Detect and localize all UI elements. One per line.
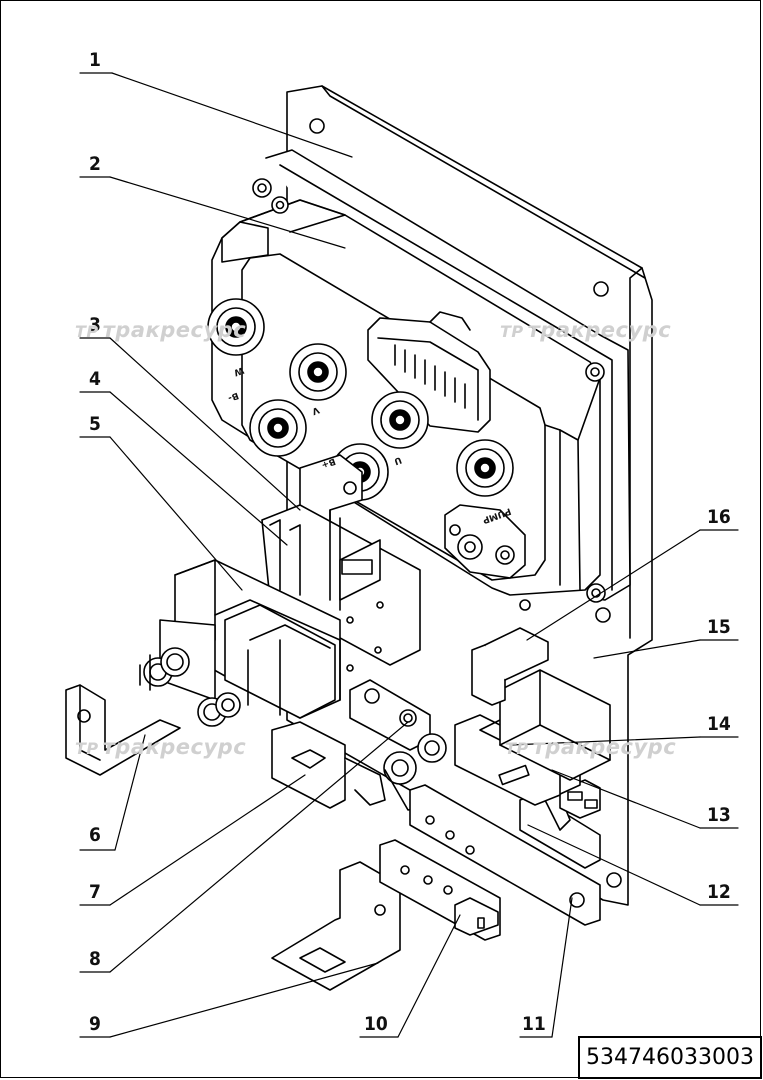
label-bminus: B- <box>226 390 240 403</box>
callout-6: 6 <box>89 824 101 846</box>
callout-5: 5 <box>89 413 101 435</box>
relay-14 <box>454 714 561 806</box>
terminal-pump <box>456 439 514 497</box>
label-u: U <box>392 454 402 466</box>
callout-4: 4 <box>89 368 101 390</box>
relay-15 <box>499 669 611 781</box>
terminal-bminus <box>249 399 307 457</box>
leader-lines <box>79 72 739 1038</box>
callout-2: 2 <box>89 153 101 175</box>
callout-3: 3 <box>89 314 101 336</box>
callout-1: 1 <box>89 49 101 71</box>
contactor-assembly <box>139 504 421 727</box>
terminal-w <box>207 298 265 356</box>
callout-12: 12 <box>707 881 731 903</box>
label-v: V <box>310 404 320 416</box>
callout-16: 16 <box>707 506 731 528</box>
fuse-holder <box>383 733 447 811</box>
terminal-u <box>371 391 429 449</box>
bracket-9 <box>271 861 401 991</box>
plate-11 <box>409 784 601 926</box>
callout-11: 11 <box>522 1013 546 1035</box>
part-number: 534746033003 <box>586 1045 754 1070</box>
callout-14: 14 <box>707 713 731 735</box>
callout-13: 13 <box>707 804 731 826</box>
terminal-v <box>289 343 347 401</box>
callout-9: 9 <box>89 1013 101 1035</box>
callout-7: 7 <box>89 881 101 903</box>
bracket-16 <box>471 599 549 706</box>
callout-8: 8 <box>89 948 101 970</box>
motor-controller <box>207 149 631 603</box>
lower-bracket-7 <box>271 721 386 809</box>
callout-15: 15 <box>707 616 731 638</box>
part-number-box: 534746033003 <box>578 1036 762 1079</box>
busbar-plate-10 <box>379 839 501 941</box>
callout-10: 10 <box>364 1013 388 1035</box>
label-bplus: B+ <box>320 455 337 469</box>
label-w: W <box>232 364 245 377</box>
angle-bracket-6 <box>65 684 181 776</box>
